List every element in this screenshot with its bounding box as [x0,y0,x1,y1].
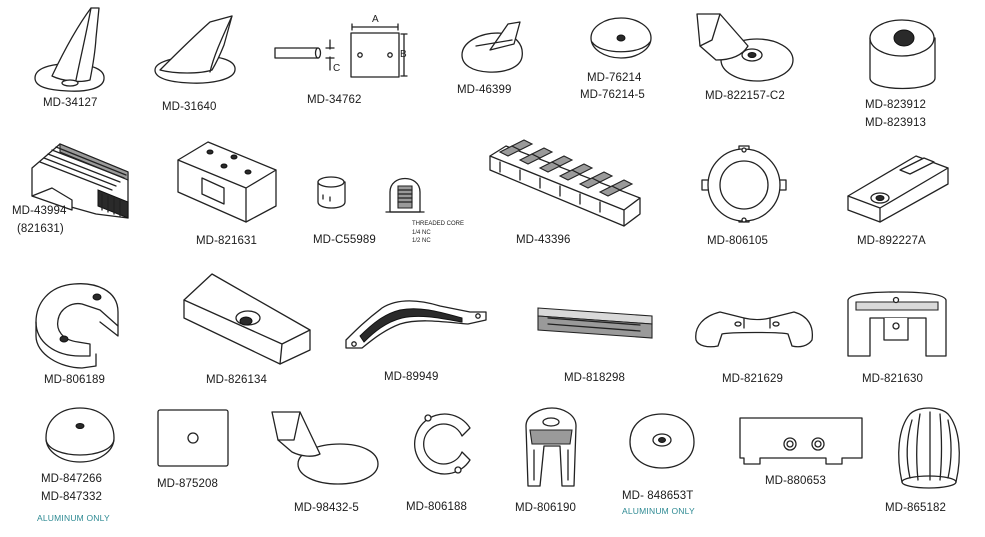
part-label: MD-43994 [12,205,67,217]
part-label: MD-865182 [885,502,946,514]
part-label-secondary: MD-76214-5 [580,89,645,101]
dim-c: C [333,63,341,74]
part-label: MD-C55989 [313,234,376,246]
part-label: MD-822157-C2 [705,90,785,102]
part-label-secondary: MD-847332 [41,491,102,503]
dim-b: B [400,49,407,60]
thread-size-1: 1/4 NC [412,230,431,236]
part-label: MD-847266 [41,473,102,485]
part-label: MD-826134 [206,374,267,386]
aluminum-only-note: ALUMINUM ONLY [37,513,110,523]
part-label: MD-821629 [722,373,783,385]
part-label: MD-880653 [765,475,826,487]
part-label-secondary: MD-823913 [865,117,926,129]
part-label: MD-34762 [307,94,362,106]
part-label: MD-31640 [162,101,217,113]
part-label: MD-43396 [516,234,571,246]
part-label: MD-98432-5 [294,502,359,514]
aluminum-only-note: ALUMINUM ONLY [622,506,695,516]
part-label: MD-821631 [196,235,257,247]
part-label: MD-46399 [457,84,512,96]
part-label: MD- 848653T [622,490,694,502]
part-label: MD-34127 [43,97,98,109]
part-label: MD-76214 [587,72,642,84]
threaded-core-note: THREADED CORE [412,221,465,227]
part-label: MD-818298 [564,372,625,384]
dim-a: A [372,14,379,25]
part-label: MD-892227A [857,235,926,247]
thread-size-2: 1/2 NC [412,238,431,244]
part-label: MD-806190 [515,502,576,514]
part-label: MD-806188 [406,501,467,513]
part-label: MD-89949 [384,371,439,383]
part-label: MD-806105 [707,235,768,247]
part-label-secondary: (821631) [17,223,64,235]
part-label: MD-823912 [865,99,926,111]
part-label: MD-821630 [862,373,923,385]
part-label: MD-875208 [157,478,218,490]
part-label: MD-806189 [44,374,105,386]
